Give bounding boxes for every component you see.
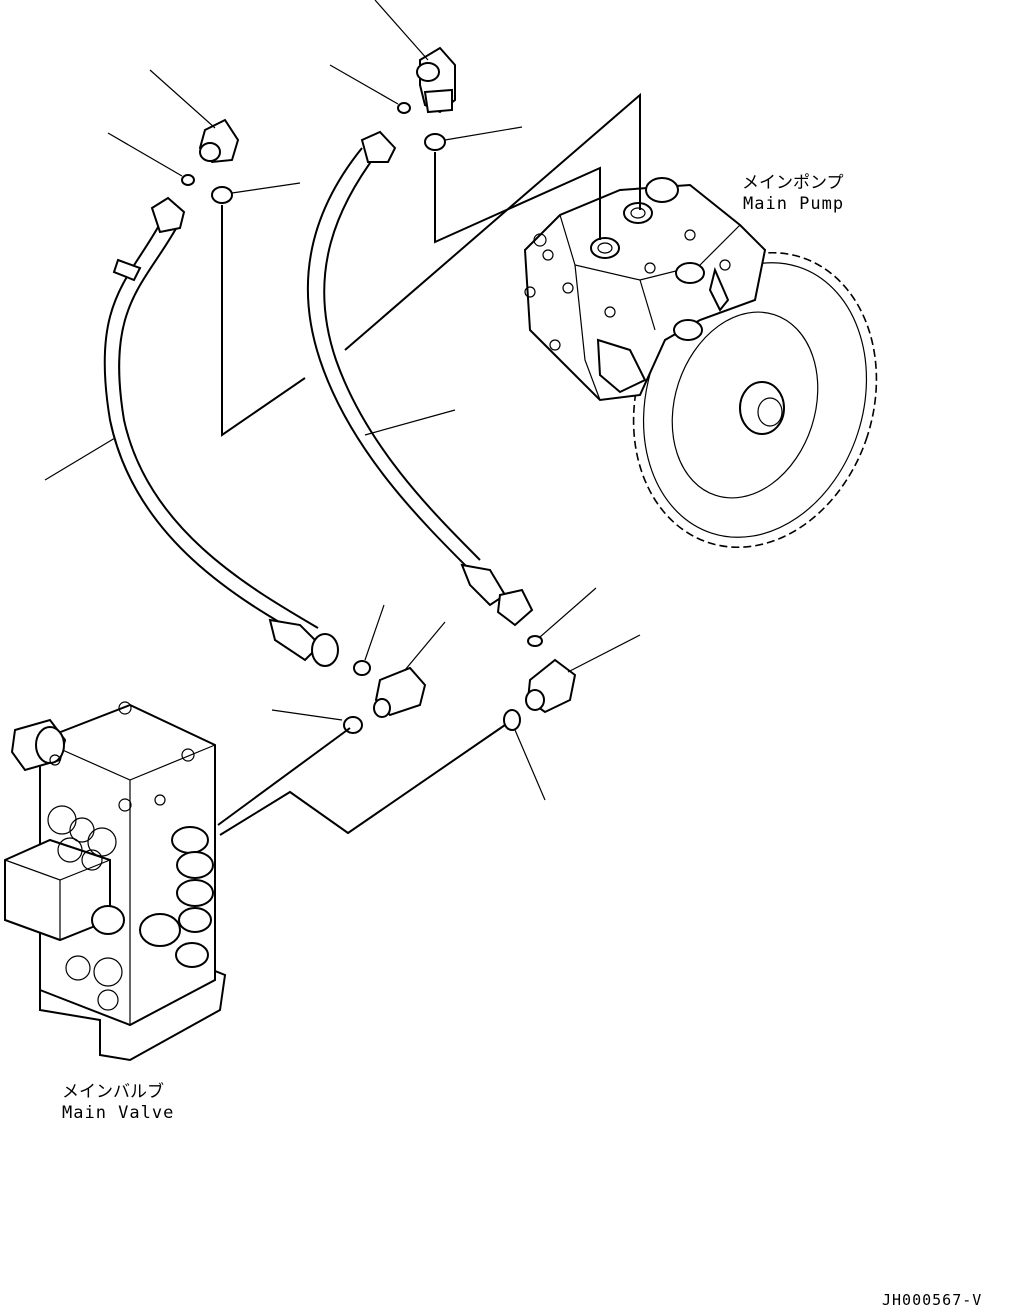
straight-fitting-lower-left bbox=[373, 666, 427, 718]
main-valve bbox=[4, 701, 227, 1062]
o-ring bbox=[527, 635, 543, 647]
leader-lines bbox=[44, 0, 641, 801]
elbow-fitting-top-left bbox=[198, 118, 240, 164]
o-ring bbox=[503, 709, 521, 731]
drawing-number: JH000567-V bbox=[882, 1291, 983, 1309]
o-ring bbox=[181, 174, 195, 186]
o-ring bbox=[211, 186, 233, 204]
hose-center bbox=[306, 130, 534, 627]
o-ring bbox=[343, 716, 363, 734]
main-valve-label-en: Main Valve bbox=[62, 1103, 175, 1123]
main-pump-label-jp: メインポンプ bbox=[742, 173, 844, 193]
elbow-fitting-lower-right bbox=[525, 658, 577, 714]
o-ring bbox=[397, 102, 411, 114]
o-rings bbox=[181, 102, 543, 734]
main-pump bbox=[523, 177, 878, 549]
main-valve-label-jp: メインバルブ bbox=[62, 1082, 164, 1102]
elbow-fitting-top-center bbox=[416, 46, 456, 114]
connection-lines bbox=[217, 92, 641, 836]
o-ring bbox=[424, 133, 446, 151]
hose-left bbox=[103, 196, 339, 667]
main-pump-label-en: Main Pump bbox=[743, 194, 845, 214]
o-ring bbox=[353, 660, 371, 676]
